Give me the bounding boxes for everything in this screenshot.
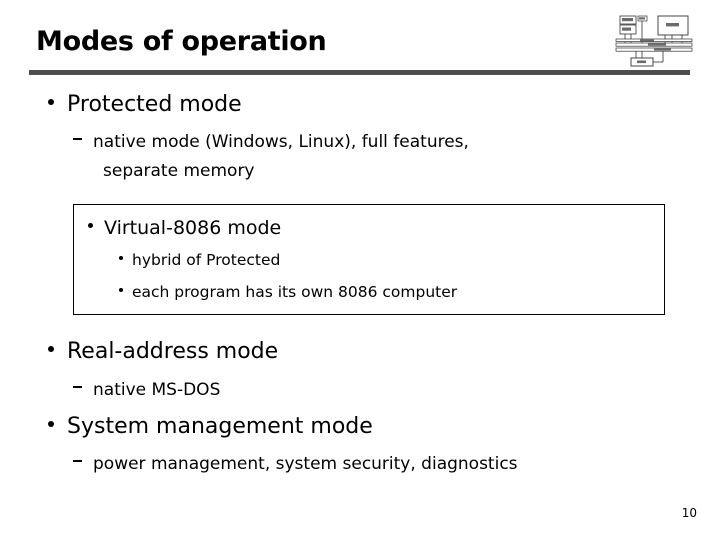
bullet-icon <box>119 287 123 292</box>
list-item-label: hybrid of Protected <box>132 251 281 269</box>
list-item-label: Real-address mode <box>67 339 279 364</box>
bullet-icon <box>48 421 54 427</box>
list-item-label: Virtual-8086 mode <box>104 217 282 239</box>
list-item-real-address-mode: Real-address mode <box>48 339 278 364</box>
list-item-label: Protected mode <box>67 92 242 117</box>
page-number: 10 <box>681 506 697 520</box>
dash-icon <box>73 460 82 462</box>
list-item-power-management: power management, system security, diagn… <box>73 454 518 474</box>
list-item-protected-mode: Protected mode <box>48 92 242 117</box>
bullet-icon <box>88 223 93 228</box>
list-item-native-ms-dos: native MS-DOS <box>73 380 220 400</box>
virtual-8086-callout-box: Virtual-8086 mode hybrid of Protected ea… <box>73 204 665 315</box>
bullet-icon <box>48 99 54 105</box>
list-item-label: native MS-DOS <box>93 380 221 400</box>
list-item-label: separate memory <box>103 161 255 181</box>
list-item-native-mode: native mode (Windows, Linux), full featu… <box>73 132 469 152</box>
bullet-icon <box>119 255 123 260</box>
list-item-system-management-mode: System management mode <box>48 414 373 439</box>
list-item-label: native mode (Windows, Linux), full featu… <box>93 132 469 152</box>
list-item-native-mode-continuation: separate memory <box>103 161 255 181</box>
list-item-label: each program has its own 8086 computer <box>132 283 458 301</box>
list-item-hybrid-of-protected: hybrid of Protected <box>119 251 280 269</box>
dash-icon <box>73 138 82 140</box>
page-title: Modes of operation <box>36 26 327 57</box>
bullet-icon <box>48 346 54 352</box>
dash-icon <box>73 386 82 388</box>
list-item-label: power management, system security, diagn… <box>93 454 518 474</box>
cpu-bus-block-diagram-icon <box>614 13 696 67</box>
list-item-virtual-8086-mode: Virtual-8086 mode <box>88 217 281 239</box>
title-divider-rule <box>29 70 690 75</box>
list-item-own-8086-computer: each program has its own 8086 computer <box>119 283 457 301</box>
list-item-label: System management mode <box>67 414 373 439</box>
